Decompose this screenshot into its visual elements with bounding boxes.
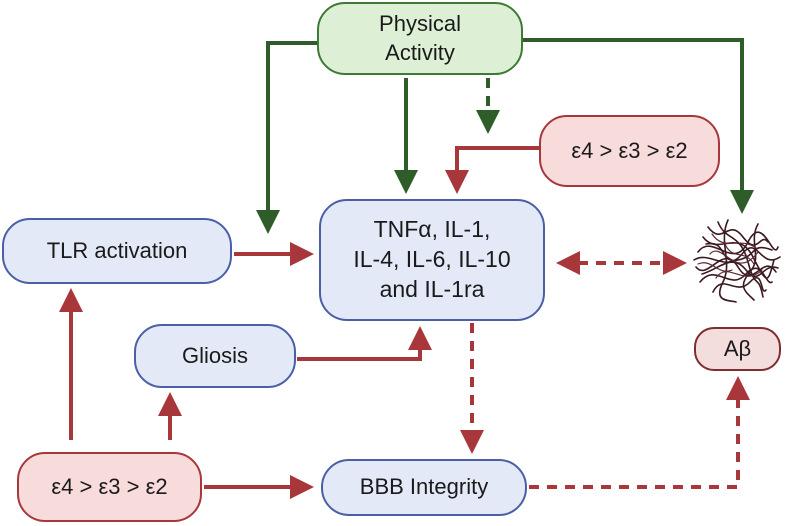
apoe-genotype-top-label: ε4 > ε3 > ε2 [571,137,688,163]
bbb-integrity-label: BBB Integrity [359,474,489,500]
bbb-integrity-node: BBB Integrity [321,459,527,516]
physical-activity-node: Physical Activity [317,2,523,75]
arrow-gliosis-to-cytokines [297,326,432,361]
gliosis-label: Gliosis [181,342,248,368]
arrow-pa-to-plaque [523,38,754,214]
cytokines-label: TNFα, IL-1, IL-4, IL-6, IL-10 and IL-1ra [353,216,511,302]
abeta-label: Aβ [723,335,752,361]
apoe-genotype-top-node: ε4 > ε3 > ε2 [539,115,720,187]
abeta-node: Aβ [694,327,781,371]
tlr-activation-label: TLR activation [46,237,188,263]
tlr-activation-node: TLR activation [2,218,232,284]
cytokines-node: TNFα, IL-1, IL-4, IL-6, IL-10 and IL-1ra [319,199,545,321]
apoe-genotype-bottom-node: ε4 > ε3 > ε2 [17,452,202,522]
apoe-genotype-bottom-label: ε4 > ε3 > ε2 [51,473,168,499]
amyloid-plaque-icon [693,219,781,303]
physical-activity-label: Physical Activity [379,10,461,65]
gliosis-node: Gliosis [134,324,296,388]
arrow-apoe-top-to-cytokines [445,146,539,194]
arrow-pa-to-tlr [256,41,318,234]
arrow-bbb-to-abeta [529,376,750,489]
